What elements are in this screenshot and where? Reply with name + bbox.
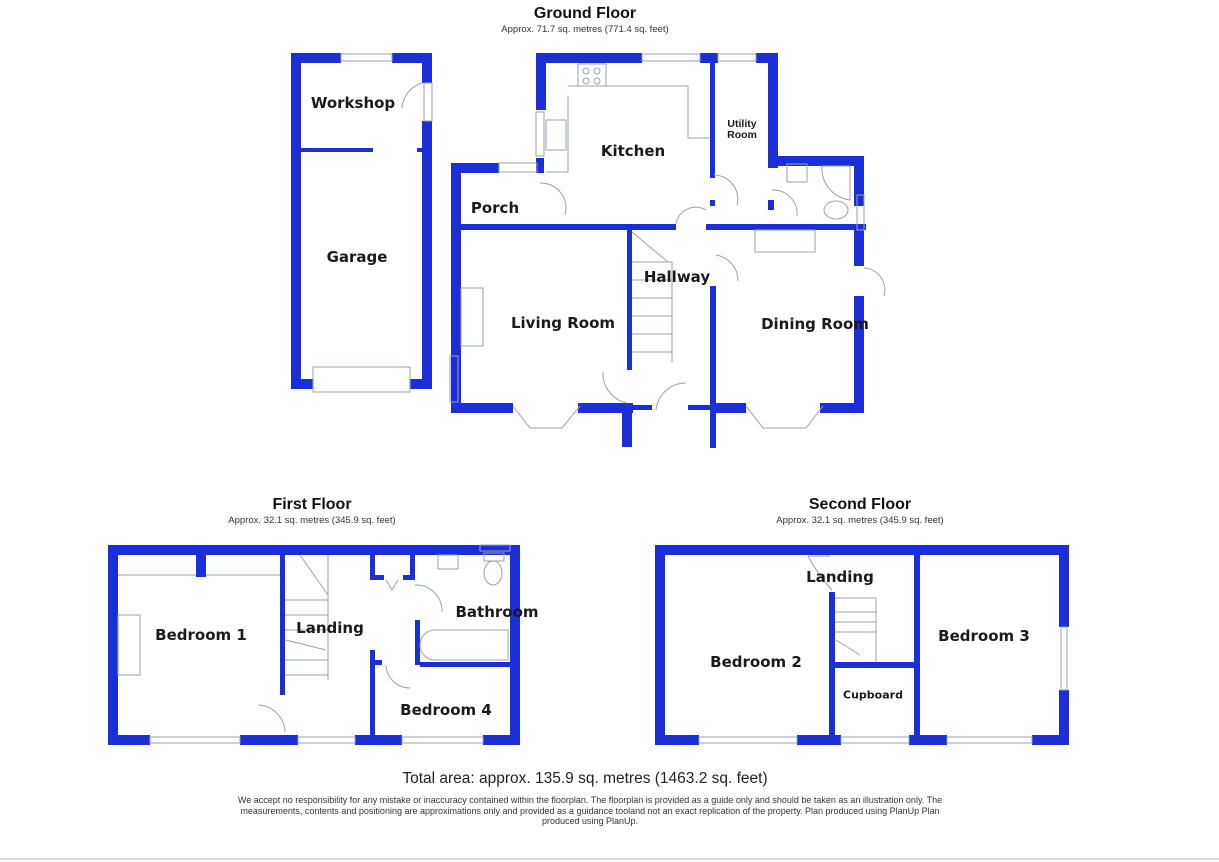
second-floor-area: Approx. 32.1 sq. metres (345.9 sq. feet) [776, 515, 944, 526]
room-bedroom-3: Bedroom 3 [938, 627, 1030, 645]
ground-floor-walls [291, 53, 866, 448]
second-floor-fixtures [698, 555, 1068, 744]
room-landing-second: Landing [806, 568, 874, 586]
first-floor-area: Approx. 32.1 sq. metres (345.9 sq. feet) [228, 515, 396, 526]
first-floor-title: First Floor [272, 496, 352, 513]
room-bathroom: Bathroom [455, 603, 539, 621]
ground-floor-title: Ground Floor [533, 5, 637, 22]
first-floor-fixtures [117, 544, 511, 744]
room-living: Living Room [510, 314, 616, 332]
room-cupboard: Cupboard [843, 688, 903, 702]
room-kitchen: Kitchen [600, 142, 666, 160]
ground-floor-area: Approx. 71.7 sq. metres (771.4 sq. feet) [501, 24, 669, 35]
ground-floor-fixtures [312, 53, 886, 429]
bottom-divider [0, 858, 1219, 860]
room-dining: Dining Room [761, 315, 869, 333]
second-floor-title: Second Floor [808, 496, 912, 513]
room-bedroom-4: Bedroom 4 [400, 701, 492, 719]
room-utility: Utility Room [727, 118, 757, 141]
second-floor-walls [655, 545, 1069, 745]
total-area: Total area: approx. 135.9 sq. metres (14… [402, 770, 768, 787]
room-garage: Garage [326, 248, 388, 266]
first-floor-walls [108, 545, 520, 745]
disclaimer-text: We accept no responsibility for any mist… [237, 795, 943, 826]
room-hallway: Hallway [643, 268, 711, 286]
room-porch: Porch [470, 199, 520, 217]
room-bedroom-1: Bedroom 1 [155, 626, 247, 644]
room-workshop: Workshop [310, 94, 396, 112]
room-bedroom-2: Bedroom 2 [710, 653, 802, 671]
room-landing-first: Landing [296, 619, 364, 637]
